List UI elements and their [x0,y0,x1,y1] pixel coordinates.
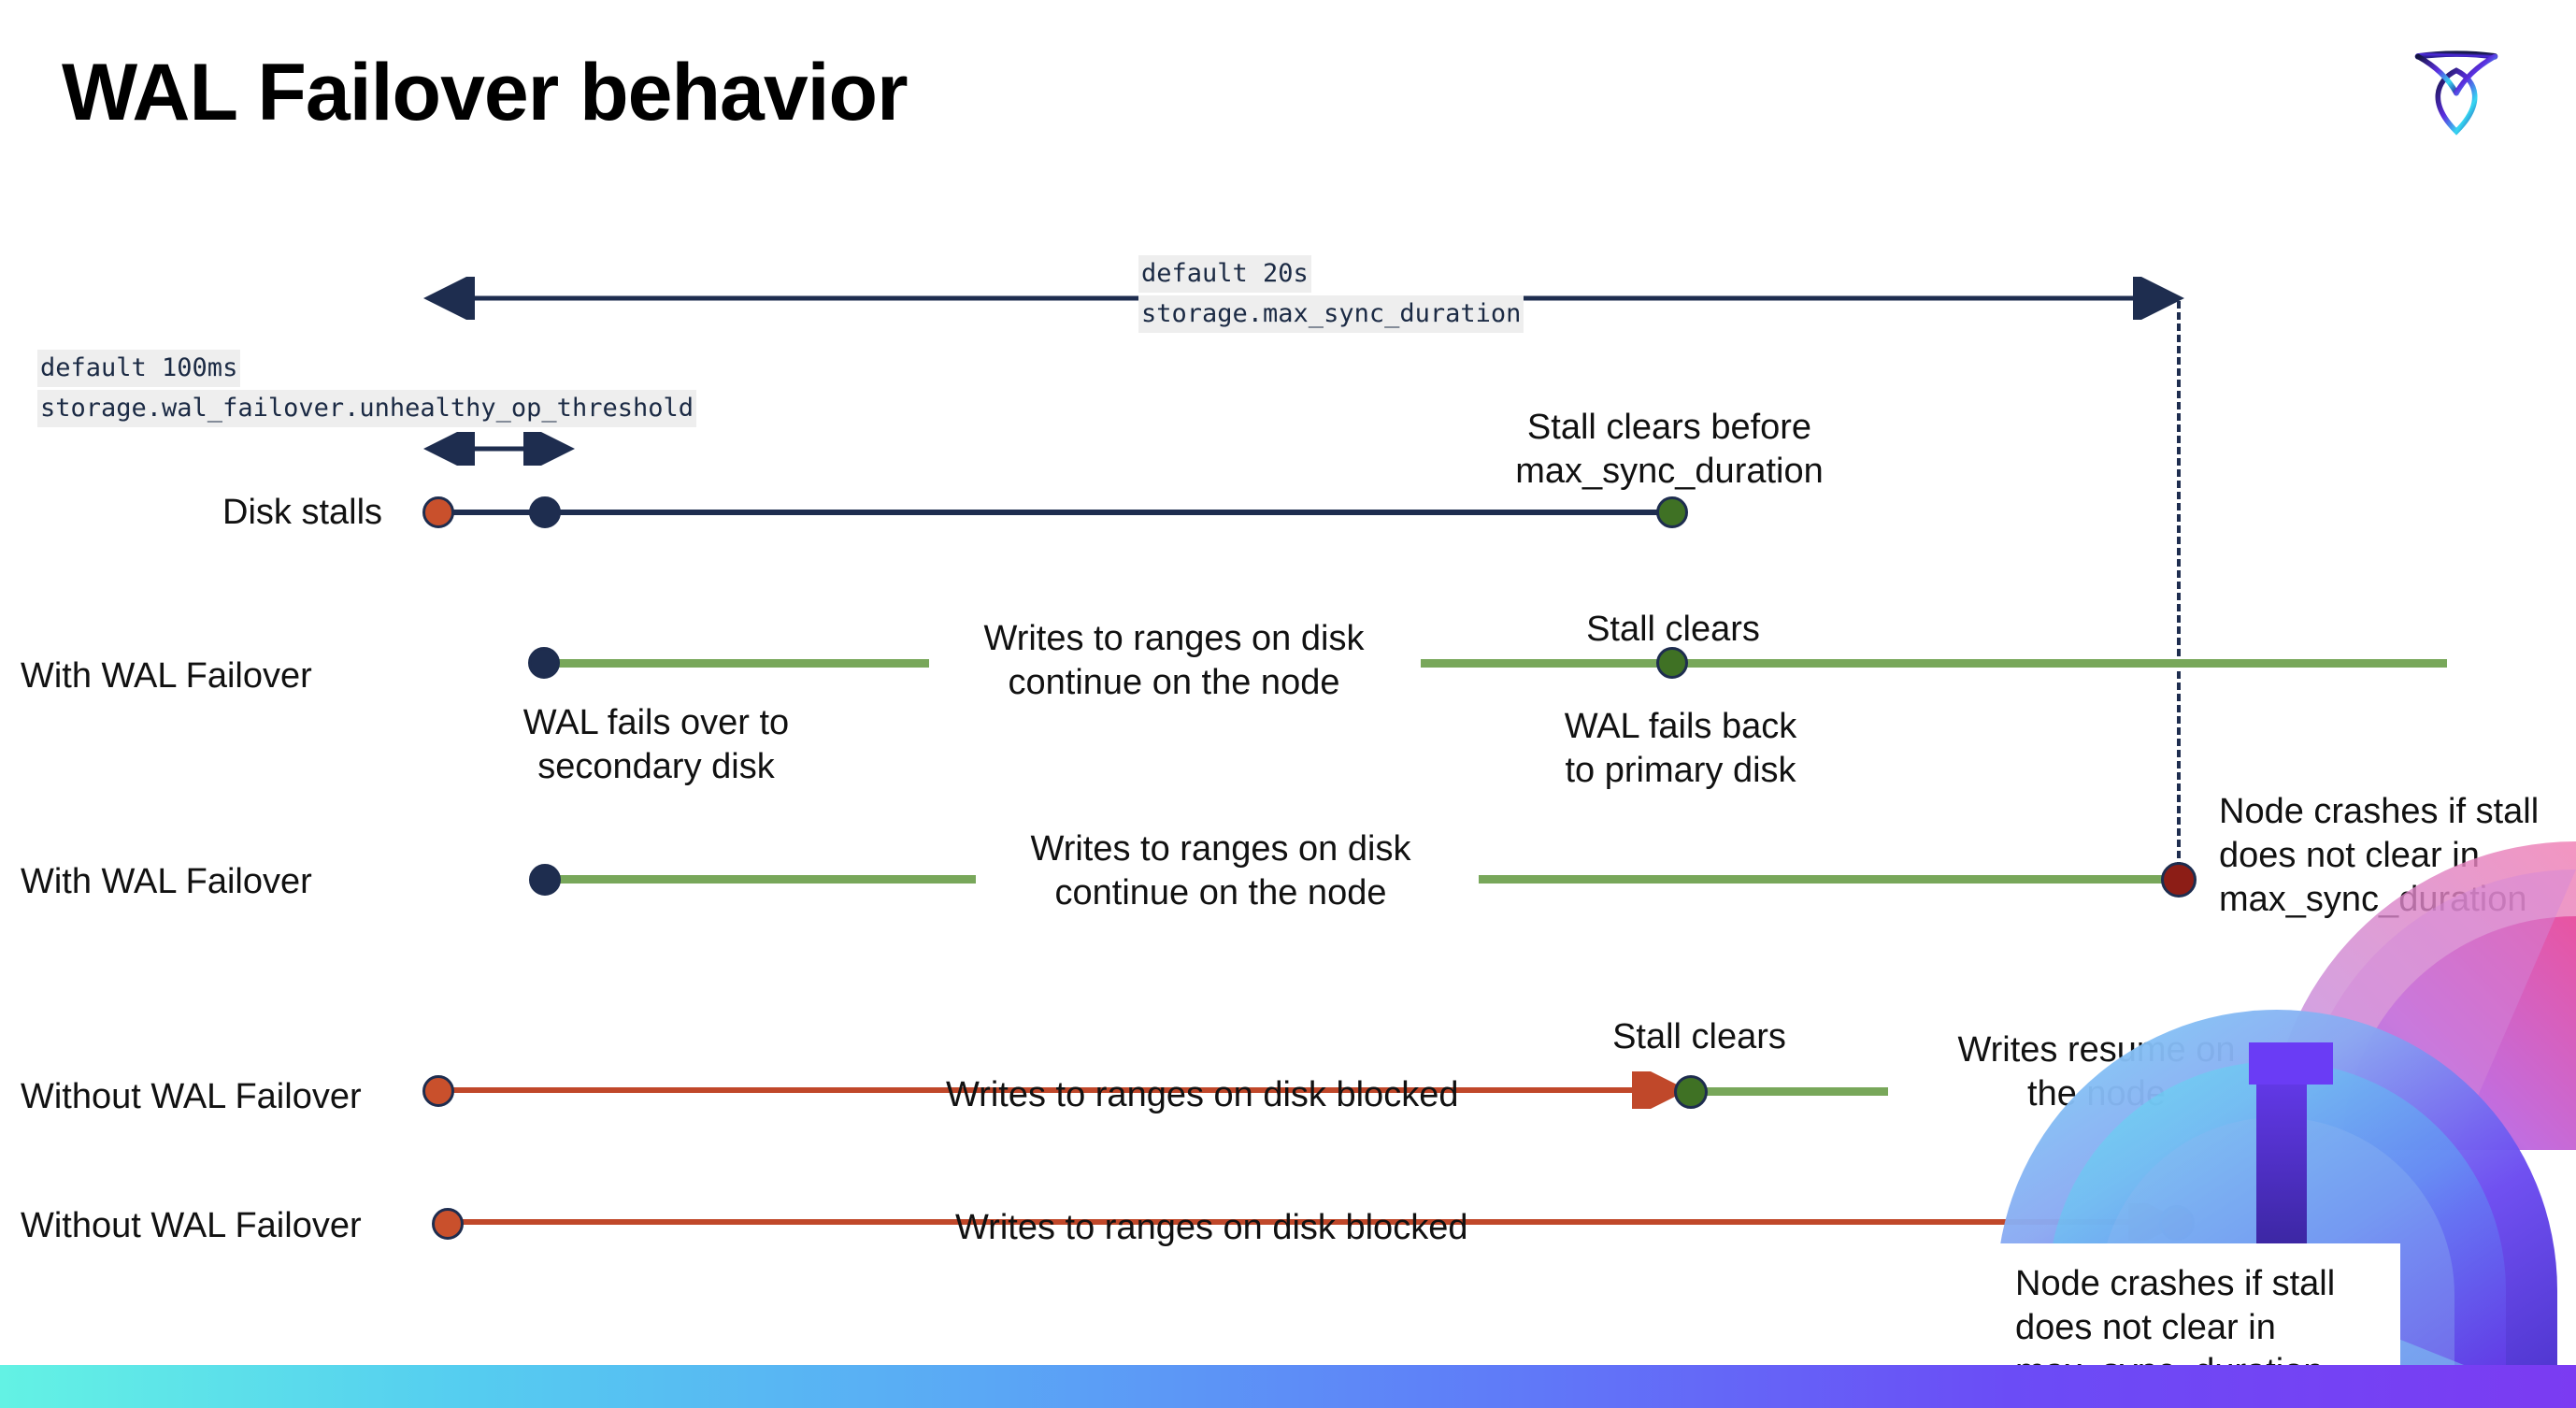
with-failover-1-failover-dot [528,647,560,679]
max-sync-duration-guideline [2177,301,2181,881]
without-failover-2-crash-dot [2159,1205,2195,1241]
footer-gradient-bar [0,1365,2576,1408]
row-label-without-wal-failover-1: Without WAL Failover [21,1077,362,1116]
with-failover-1-clear-dot [1656,647,1688,679]
unhealthy-op-threshold-default: default 100ms [37,350,241,388]
disk-stall-start-dot [422,496,454,528]
disk-stalls-timeline [439,510,1673,515]
with-failover-2-crash-note: Node crashes if stall does not clear in … [2219,792,2540,920]
disk-stall-detect-dot [529,496,561,528]
with-failover-1-start-note: WAL fails over to secondary disk [522,703,790,787]
without-failover-2-stall-dot [432,1208,464,1240]
max-sync-duration-setting: storage.max_sync_duration [1138,295,1524,334]
without-failover-1-resume-note: Writes resume on the node [1957,1030,2236,1114]
with-failover-2-segment-left [544,875,976,884]
row-label-without-wal-failover-2: Without WAL Failover [21,1206,362,1245]
without-failover-2-blocked-arrow-left [447,1219,1718,1225]
unhealthy-op-threshold-span-arrow [423,432,575,466]
with-failover-1-segment-left [542,659,929,668]
cockroachdb-logo-icon [2404,36,2509,140]
without-failover-2-blocked-arrow-right [1547,1203,2184,1241]
disk-stall-clear-note: Stall clears before max_sync_duration [1515,408,1824,492]
disk-stall-clear-dot [1656,496,1688,528]
without-failover-1-resume-segment-2 [2290,1087,2451,1096]
without-failover-1-clear-note: Stall clears [1612,1017,1786,1056]
with-failover-2-failover-dot [529,864,561,896]
max-sync-duration-default: default 20s [1138,255,1311,294]
with-failover-1-failback-note: WAL fails back to primary disk [1564,707,1797,791]
with-failover-1-clear-note: Stall clears [1586,610,1760,649]
without-failover-1-stall-dot [422,1075,454,1107]
with-failover-1-middle-note: Writes to ranges on disk continue on the… [983,619,1365,703]
without-failover-2-blocked-note: Writes to ranges on disk blocked [955,1208,1468,1247]
with-failover-2-middle-note: Writes to ranges on disk continue on the… [1030,829,1411,913]
without-failover-1-clear-dot [1674,1075,1708,1109]
without-failover-1-blocked-arrow [439,1071,1688,1109]
with-failover-2-crash-dot [2161,862,2197,898]
without-failover-1-blocked-note: Writes to ranges on disk blocked [946,1075,1459,1114]
page-title: WAL Failover behavior [62,48,909,137]
with-failover-1-segment-right [1421,659,2447,668]
row-label-disk-stalls: Disk stalls [222,493,383,532]
unhealthy-op-threshold-setting: storage.wal_failover.unhealthy_op_thresh… [37,390,696,428]
without-failover-1-resume-segment [1701,1087,1888,1096]
with-failover-2-segment-right [1479,875,2180,884]
row-label-with-wal-failover-2: With WAL Failover [21,862,312,901]
row-label-with-wal-failover-1: With WAL Failover [21,656,312,696]
